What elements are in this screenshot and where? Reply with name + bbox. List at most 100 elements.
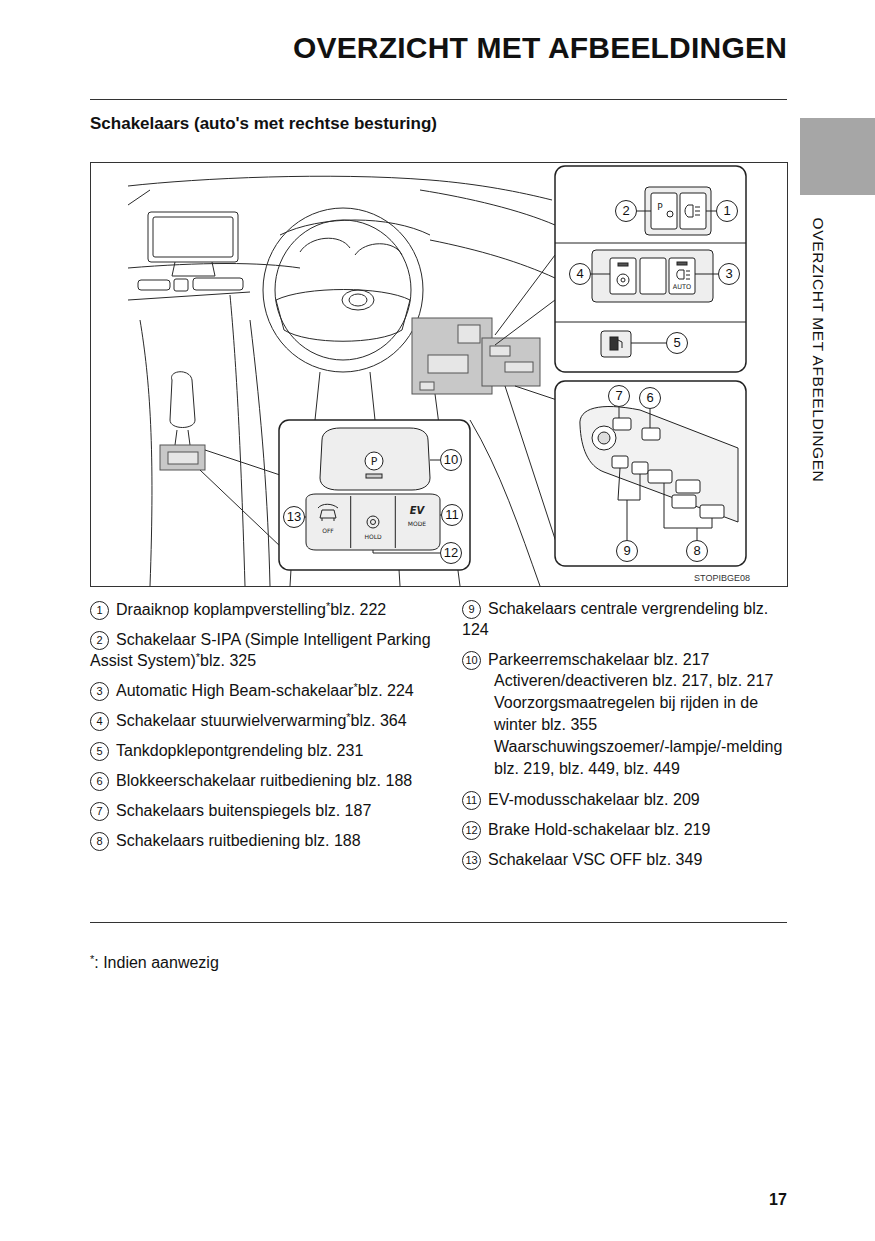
list-text: Tankdopklepontgrendeling blz. 231 [116, 742, 363, 759]
list-item: 9Schakelaars centrale vergrendeling blz.… [462, 598, 788, 640]
inset-switch-panel [640, 258, 666, 294]
dashboard-drawing [315, 372, 375, 420]
list-text: Schakelaars centrale vergrendeling blz. … [462, 600, 768, 638]
highlight-area [490, 346, 510, 356]
list-text: Schakelaar VSC OFF blz. 349 [488, 851, 702, 868]
list-line: 1Draaiknop koplampverstelling*blz. 222 [90, 599, 448, 620]
list-text: Parkeerremschakelaar blz. 217 [488, 651, 709, 668]
dashboard-drawing [153, 217, 233, 257]
dashboard-drawing [263, 208, 423, 372]
list-number: 8 [90, 832, 109, 851]
zoom-line [200, 470, 282, 548]
page-title: OVERZICHT MET AFBEELDINGEN [293, 31, 787, 65]
list-number: 3 [90, 682, 109, 701]
list-text: Schakelaars ruitbediening blz. 188 [116, 832, 361, 849]
list-subtext: Voorzorgsmaatregelen bij rijden in de wi… [462, 692, 788, 736]
list-number: 10 [462, 651, 481, 670]
inset-switch-panel [610, 258, 636, 294]
footnote-mark: * [90, 953, 94, 965]
callout-number: 7 [608, 385, 630, 407]
list-number: 7 [90, 802, 109, 821]
leader-line [373, 550, 440, 553]
callout-number: 2 [615, 200, 637, 222]
inset-door-panel [700, 505, 724, 518]
list-text: Schakelaars buitenspiegels blz. 187 [116, 802, 371, 819]
section-heading: Schakelaars (auto's met rechtse besturin… [90, 114, 437, 134]
inset-switch-panel [669, 258, 695, 294]
dashboard-drawing [128, 176, 555, 586]
leader-line [591, 274, 610, 275]
leader-line [619, 407, 620, 418]
dashboard-drawing [128, 264, 300, 269]
inset-switch-panel [677, 270, 684, 279]
dashboard-drawing [175, 430, 190, 445]
inset-door-panel [648, 470, 672, 483]
inset-switch-panel [680, 193, 706, 229]
callout-number: 11 [441, 504, 463, 526]
figure-frame [91, 163, 788, 587]
inset-console [279, 420, 470, 570]
inset-switch-panel [667, 211, 673, 217]
list-number: 1 [90, 601, 109, 620]
list-line: 8 Schakelaars ruitbediening blz. 188 [90, 830, 448, 851]
dashboard-drawing [342, 290, 374, 310]
dashboard-drawing [128, 292, 250, 300]
inset-switch-panel [555, 166, 746, 372]
figure-code: STOPIBGE08 [694, 573, 750, 583]
inset-switch-panel [618, 263, 628, 266]
leader-line [618, 468, 640, 540]
list-text: blz. 224 [358, 682, 414, 699]
callout-number: 10 [440, 449, 462, 471]
icon-text: EV [410, 506, 425, 516]
leader-line [706, 211, 716, 212]
dashboard-drawing [250, 320, 270, 586]
list-item: 12Brake Hold-schakelaar blz. 219 [462, 819, 788, 840]
list-number: 9 [462, 600, 481, 619]
list-text: blz. 222 [330, 601, 386, 618]
list-subtext: Activeren/deactiveren blz. 217, blz. 217 [462, 670, 788, 692]
section-tab [800, 118, 875, 195]
list-item: 4Schakelaar stuurwielverwarming*blz. 364 [90, 710, 448, 731]
list-line: 3Automatic High Beam-schakelaar*blz. 224 [90, 680, 448, 701]
inset-console [306, 494, 440, 550]
inset-door-panel [676, 480, 700, 493]
dashboard-drawing [230, 295, 245, 586]
icon-text: HOLD [364, 534, 381, 540]
inset-switch-panel [555, 166, 746, 372]
list-line: 11EV-modusschakelaar blz. 209 [462, 789, 788, 810]
footnote: *: Indien aanwezig [90, 952, 219, 973]
inset-console [367, 516, 379, 528]
item-list: 1Draaiknop koplampverstelling*blz. 222 2S… [90, 599, 448, 860]
callout-number: 9 [616, 540, 638, 562]
callout-number: 3 [718, 263, 740, 285]
zoom-line [205, 450, 280, 475]
leader-line [695, 274, 718, 275]
footnote-mark: * [326, 600, 330, 612]
inset-door-panel [612, 456, 628, 468]
highlight-area [482, 338, 540, 386]
list-item: 7 Schakelaars buitenspiegels blz. 187 [90, 800, 448, 821]
inset-console [320, 510, 336, 521]
highlight-area [160, 445, 205, 470]
dashboard-drawing [470, 420, 540, 586]
inset-console [395, 496, 396, 548]
list-item: 3Automatic High Beam-schakelaar*blz. 224 [90, 680, 448, 701]
dashboard-drawing [170, 372, 195, 428]
list-line: 9Schakelaars centrale vergrendeling blz.… [462, 598, 788, 640]
list-item: 6Blokkeerschakelaar ruitbediening blz. 1… [90, 770, 448, 791]
dashboard-drawing [420, 190, 555, 225]
dashboard-drawing [174, 279, 188, 291]
callout-number: 6 [639, 387, 661, 409]
list-number: 12 [462, 821, 481, 840]
list-item: 1Draaiknop koplampverstelling*blz. 222 [90, 599, 448, 620]
list-line: 6Blokkeerschakelaar ruitbediening blz. 1… [90, 770, 448, 791]
footnote-mark: * [196, 651, 200, 663]
list-item: 5Tankdopklepontgrendeling blz. 231 [90, 740, 448, 761]
list-item: 2Schakelaar S-IPA (Simple Intelligent Pa… [90, 629, 448, 671]
highlight-area [458, 325, 480, 343]
inset-door-panel [580, 406, 738, 522]
inset-console [365, 452, 383, 470]
inset-switch-panel [555, 322, 746, 323]
leader-line [305, 460, 441, 553]
